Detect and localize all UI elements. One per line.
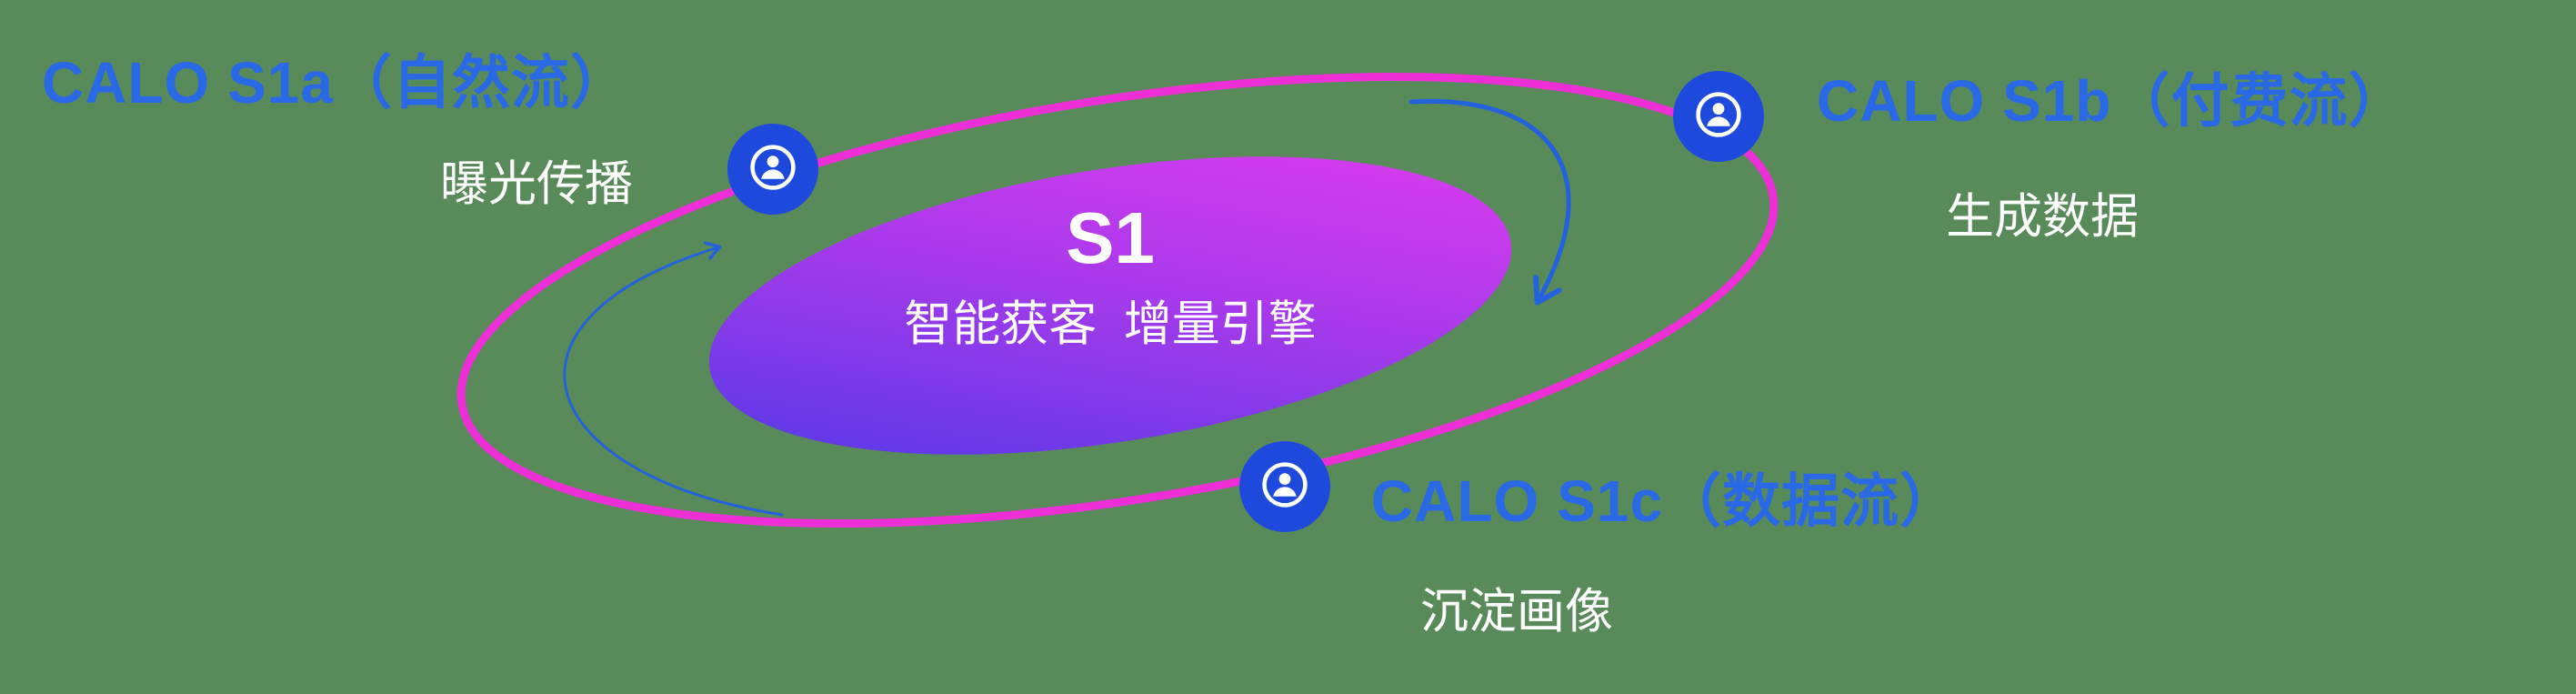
label-s1b-title: CALO S1b（付费流） <box>1817 68 2408 134</box>
curved-arrow-left-icon <box>563 241 784 517</box>
label-s1a-subtitle: 曝光传播 <box>440 157 633 211</box>
node-s1b <box>1673 71 1764 162</box>
orbit-ring <box>456 73 1779 528</box>
core-ellipse <box>708 156 1512 455</box>
person-icon <box>1689 85 1748 148</box>
label-s1a-title: CALO S1a（自然流） <box>42 50 629 116</box>
person-icon <box>1256 456 1314 518</box>
label-s1c-title: CALO S1c（数据流） <box>1371 468 1959 534</box>
label-s1c-subtitle: 沉淀画像 <box>1420 585 1613 639</box>
node-s1a <box>727 124 818 215</box>
label-s1b-subtitle: 生成数据 <box>1946 190 2139 244</box>
person-icon <box>744 138 802 201</box>
node-s1c <box>1239 441 1330 532</box>
curved-arrow-right-icon <box>1408 98 1571 306</box>
